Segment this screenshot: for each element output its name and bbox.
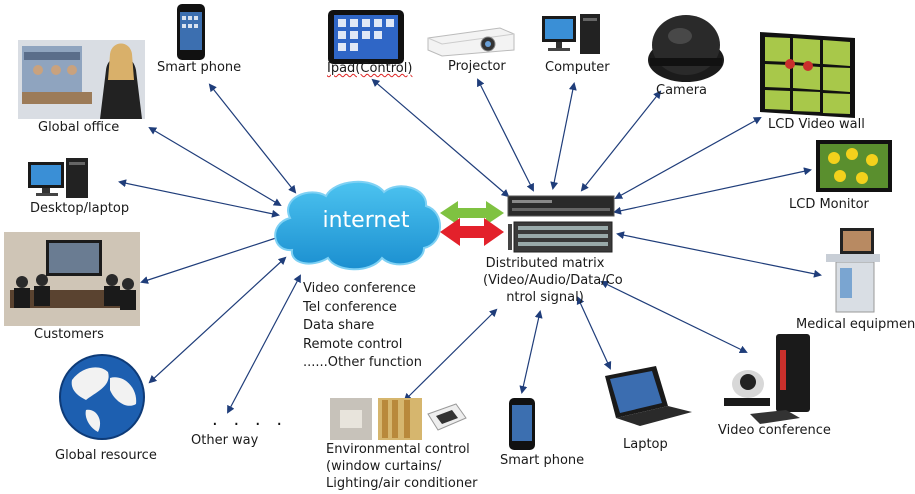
- matrix-label-line: ntrol signal): [506, 290, 584, 305]
- global-resource-picture: [59, 354, 145, 440]
- connection-arrows: [118, 78, 822, 414]
- ipad-picture: [328, 10, 404, 64]
- other-way-dots: . . . .: [212, 409, 288, 430]
- projector-picture: [427, 27, 515, 57]
- desktop-picture: [28, 158, 88, 198]
- red-double-arrow: [440, 218, 504, 246]
- lcd-video-wall-label: LCD Video wall: [768, 117, 865, 132]
- arrow-desktop: [118, 179, 280, 218]
- global-office-picture: [18, 40, 145, 119]
- lcd-monitor-label: LCD Monitor: [789, 197, 869, 212]
- other-way-label: Other way: [191, 433, 259, 448]
- smart-phone-bottom-label: Smart phone: [500, 453, 585, 468]
- arrow-medical: [616, 231, 822, 278]
- video-conference-picture: [724, 334, 810, 424]
- service-item: Data share: [303, 318, 375, 333]
- matrix-label-line: Distributed matrix: [485, 256, 605, 271]
- computer-label: Computer: [545, 60, 610, 75]
- projector-label: Projector: [448, 59, 506, 74]
- arrow-projector: [477, 78, 534, 192]
- arrow-laptop: [576, 296, 612, 370]
- internet-label: internet: [322, 208, 410, 233]
- internet-cloud: [274, 180, 441, 271]
- arrow-camera: [580, 90, 662, 192]
- camera-picture: [648, 15, 724, 82]
- matrix-label-line: (Video/Audio/Data/Co: [483, 273, 623, 288]
- global-resource-label: Global resource: [55, 448, 157, 463]
- lcd-monitor-picture: [816, 140, 892, 192]
- smart-phone-top-label: Smart phone: [157, 60, 242, 75]
- service-item: ......Other function: [303, 355, 422, 370]
- smart-phone-top-picture: [177, 4, 205, 60]
- smart-phone-bottom-picture: [509, 398, 535, 450]
- medical-equipment-picture: [826, 228, 880, 313]
- customers-label: Customers: [34, 327, 104, 342]
- laptop-label: Laptop: [623, 437, 668, 452]
- arrow-smart-phone-bottom: [519, 310, 543, 394]
- desktop-laptop-label: Desktop/laptop: [30, 201, 130, 216]
- computer-picture: [542, 14, 600, 54]
- environmental-label-line: (window curtains/: [326, 459, 442, 474]
- environmental-label-line: Lighting/air conditioner: [326, 476, 478, 491]
- arrow-customers: [140, 234, 284, 284]
- arrow-lcd-monitor: [613, 167, 812, 215]
- matrix-label: Distributed matrix (Video/Audio/Data/Co …: [483, 255, 623, 306]
- video-conference-label: Video conference: [718, 423, 831, 438]
- matrix-device: [507, 195, 615, 253]
- service-item: Remote control: [303, 336, 403, 352]
- service-list: Video conference Tel conference Data sha…: [303, 280, 422, 373]
- medical-equipment-label: Medical equipment: [796, 317, 915, 332]
- arrow-other-way: [227, 274, 301, 414]
- arrow-smart-phone-top: [208, 83, 297, 194]
- arrow-video-conference: [600, 281, 748, 353]
- environmental-control-label: Environmental control (window curtains/ …: [326, 441, 477, 492]
- camera-label: Camera: [656, 83, 708, 98]
- arrow-ipad: [371, 78, 510, 198]
- arrow-global-resource: [148, 256, 287, 384]
- arrow-computer: [550, 82, 577, 190]
- lcd-video-wall-picture: [760, 32, 855, 118]
- customers-picture: [4, 232, 140, 326]
- ipad-label: Ipad(Control): [327, 61, 413, 76]
- service-item: Video conference: [303, 281, 416, 296]
- global-office-label: Global office: [38, 120, 120, 135]
- service-item: Tel conference: [303, 299, 397, 315]
- arrow-global-office: [148, 126, 282, 207]
- laptop-picture: [605, 366, 692, 426]
- green-double-arrow: [440, 201, 504, 225]
- environmental-control-picture: [330, 398, 467, 440]
- environmental-label-line: Environmental control: [326, 442, 470, 457]
- arrow-environmental: [403, 308, 498, 402]
